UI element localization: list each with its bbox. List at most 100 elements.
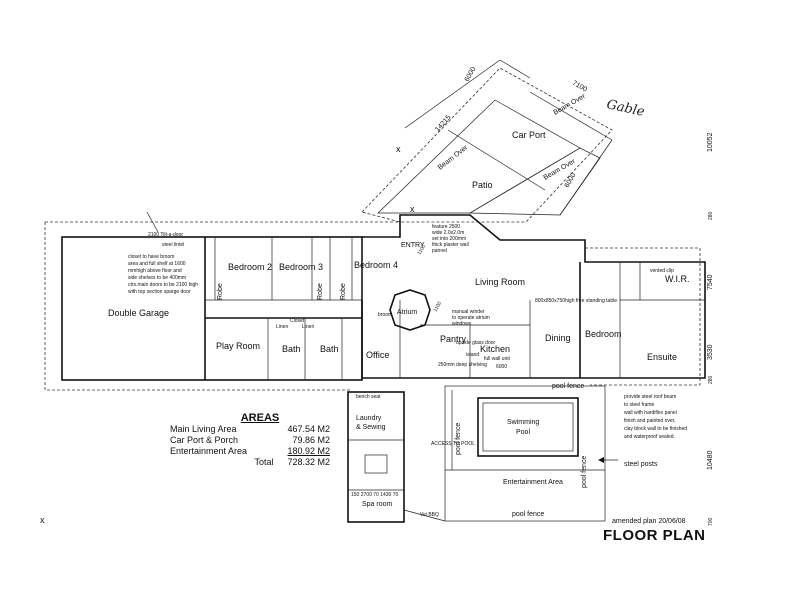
svg-text:thick plaster wall: thick plaster wall xyxy=(432,242,469,248)
room-label-ensuite: Ensuite xyxy=(647,352,677,362)
patio-carport xyxy=(377,59,613,216)
label-vei-bbq: Vei BBQ xyxy=(420,512,439,518)
areas-row: Total 728.32 M2 xyxy=(170,457,330,468)
svg-text:closet to have broom: closet to have broom xyxy=(128,254,174,260)
svg-text:feature 2500: feature 2500 xyxy=(432,224,460,230)
svg-text:wide 2.0x2.0m: wide 2.0x2.0m xyxy=(432,230,464,236)
svg-text:280: 280 xyxy=(708,375,714,384)
area-label: Main Living Area xyxy=(170,424,237,434)
label-pool-fence-4: pool fence xyxy=(455,423,462,455)
svg-text:mmhigh above floor and: mmhigh above floor and xyxy=(128,268,182,274)
svg-text:full wall unit: full wall unit xyxy=(484,356,510,362)
svg-text:area and full shelf at 1600: area and full shelf at 1600 xyxy=(128,261,186,267)
svg-text:with top section sparge door: with top section sparge door xyxy=(128,289,191,295)
svg-text:10480: 10480 xyxy=(707,450,714,470)
room-label-bath-2: Bath xyxy=(320,344,339,354)
atrium-octagon xyxy=(389,289,431,331)
area-label: Entertainment Area xyxy=(170,446,248,456)
area-value: 79.86 M2 xyxy=(292,435,330,445)
room-label-pool: Pool xyxy=(516,429,530,436)
page-title: FLOOR PLAN xyxy=(603,527,706,544)
room-label-bedroom-2: Bedroom 2 xyxy=(228,262,272,272)
table-note: 800x850x750high free standing table xyxy=(535,298,617,304)
room-label-linen-2: Linen xyxy=(302,324,314,330)
svg-text:x: x xyxy=(40,515,45,525)
kitchen-note: manual winder to operate atrium windows. xyxy=(452,309,490,327)
svg-text:and waterproof sealed.: and waterproof sealed. xyxy=(624,434,675,440)
room-label-bath-1: Bath xyxy=(282,344,301,354)
svg-text:to steel frame: to steel frame xyxy=(624,402,655,408)
room-label-robe-1: Robe xyxy=(217,283,224,300)
svg-text:pannel: pannel xyxy=(432,248,447,254)
room-label-patio: Patio xyxy=(472,180,493,190)
svg-text:700: 700 xyxy=(708,517,714,526)
label-access-to-pool: ACCESS TO POOL xyxy=(431,441,475,447)
svg-text:wall with hardiflex panel: wall with hardiflex panel xyxy=(624,410,677,416)
room-label-wir: W.I.R. xyxy=(665,274,690,284)
room-label-atrium: Atrium xyxy=(397,309,417,316)
svg-text:7100: 7100 xyxy=(571,80,588,94)
label-beam-over-3: Beam Over xyxy=(437,144,470,172)
svg-text:island: island xyxy=(466,352,479,358)
room-label-double-garage: Double Garage xyxy=(108,308,169,318)
area-label: Total xyxy=(254,457,274,467)
svg-text:upside glass door: upside glass door xyxy=(456,340,496,346)
svg-text:x: x xyxy=(396,144,401,154)
svg-text:finish and painted over,: finish and painted over, xyxy=(624,418,675,424)
room-label-closet: Closet xyxy=(290,318,305,324)
room-label-bedroom: Bedroom xyxy=(585,329,622,339)
room-label-spa-room: Spa room xyxy=(362,501,393,508)
house-walls xyxy=(61,214,706,381)
markers: x x x xyxy=(40,144,618,525)
room-label-car-port: Car Port xyxy=(512,130,546,140)
room-label-robe-3: Robe xyxy=(340,283,347,300)
garage-note: closet to have broom area and full shelf… xyxy=(128,254,198,295)
room-label-kitchen: Kitchen xyxy=(480,344,510,354)
svg-text:6000: 6000 xyxy=(496,364,507,370)
area-value: 180.92 M2 xyxy=(287,446,330,456)
svg-text:manual winder: manual winder xyxy=(452,309,485,315)
svg-text:6000: 6000 xyxy=(564,172,578,189)
svg-text:150 2700 70 1430 70: 150 2700 70 1430 70 xyxy=(351,492,398,498)
label-steel-posts: steel posts xyxy=(624,461,658,468)
areas-table: AREAS Main Living Area 467.54 M2 Car Por… xyxy=(170,412,330,468)
room-label-robe-2: Robe xyxy=(317,283,324,300)
wir-note: vented clip xyxy=(650,268,674,274)
areas-row: Car Port & Porch 79.86 M2 xyxy=(170,435,330,446)
label-broom: broom xyxy=(378,312,392,318)
room-label-play-room: Play Room xyxy=(216,341,260,351)
areas-heading: AREAS xyxy=(240,412,280,424)
svg-text:14215: 14215 xyxy=(434,114,452,133)
amended-note: amended plan 20/06/08 xyxy=(612,518,686,525)
label-steel-lintel: steel lintel xyxy=(162,242,184,248)
roof-outline xyxy=(44,67,701,391)
room-label-bedroom-4: Bedroom 4 xyxy=(354,260,398,270)
svg-text:set into 200mm: set into 200mm xyxy=(432,236,466,242)
room-label-dining: Dining xyxy=(545,333,571,343)
svg-text:ctrs.main doors to be 2100 hig: ctrs.main doors to be 2100 high xyxy=(128,282,198,288)
bench-note: bench seat xyxy=(356,394,381,400)
room-label-entertainment-area: Entertainment Area xyxy=(503,479,563,486)
areas-row: Entertainment Area 180.92 M2 xyxy=(170,446,330,457)
svg-text:side shelves to be 400mm: side shelves to be 400mm xyxy=(128,275,186,281)
shelving-note: 250mm deep shelving xyxy=(438,362,487,368)
pool-area xyxy=(444,385,606,522)
svg-text:7540: 7540 xyxy=(707,274,714,290)
room-label-laundry: Laundry xyxy=(356,415,382,422)
areas-row: Main Living Area 467.54 M2 xyxy=(170,424,330,435)
room-label-living-room: Living Room xyxy=(475,277,525,287)
area-value: 728.32 M2 xyxy=(287,457,330,467)
svg-text:10052: 10052 xyxy=(707,132,714,152)
label-pool-fence-1: pool fence xyxy=(552,383,584,390)
room-label-entry: ENTRY xyxy=(401,242,425,249)
roof-note: provide steel roof beam to steel frame w… xyxy=(624,394,687,440)
room-label-office: Office xyxy=(366,350,389,360)
room-label-swimming: Swimming xyxy=(507,419,539,426)
svg-text:280: 280 xyxy=(708,211,714,220)
pantry-note: upside glass door island full wall unit xyxy=(456,340,510,362)
svg-text:x: x xyxy=(410,204,415,214)
label-pool-fence-2: pool fence xyxy=(512,511,544,518)
label-pool-fence-3: pool fence xyxy=(581,456,588,488)
room-label-linen-1: Linen xyxy=(276,324,288,330)
